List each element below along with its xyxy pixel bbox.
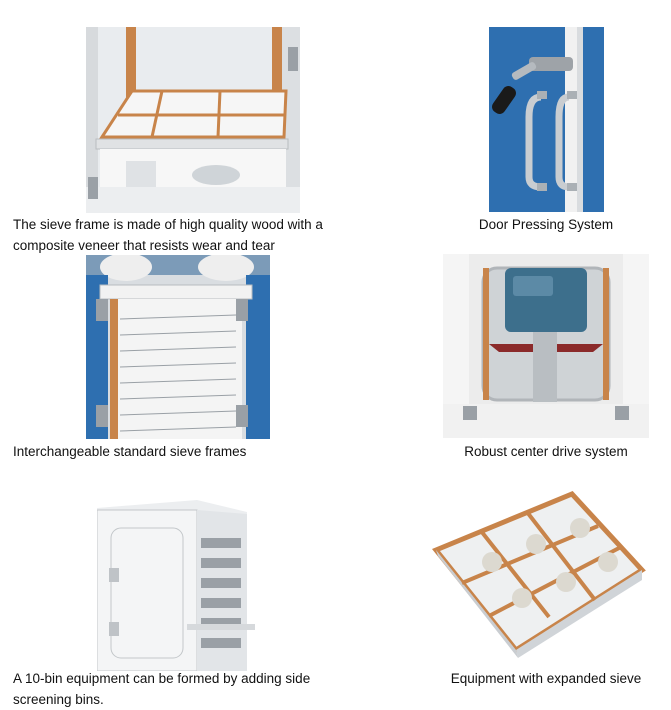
caption-ten-bin-equipment: A 10-bin equipment can be formed by addi… xyxy=(13,671,311,707)
caption-door-pressing-system: Door Pressing System xyxy=(478,217,614,232)
center-drive-system-photo xyxy=(443,254,649,438)
sieve-frame-wood-photo xyxy=(86,27,300,213)
door-pressing-system-photo xyxy=(489,27,604,212)
caption-interchangeable-sieve-frames: Interchangeable standard sieve frames xyxy=(13,444,247,459)
ten-bin-equipment-photo xyxy=(97,494,255,671)
caption-center-drive-system: Robust center drive system xyxy=(464,444,628,459)
caption-expanded-sieve: Equipment with expanded sieve xyxy=(450,671,642,686)
caption-sieve-frame-wood: The sieve frame is made of high quality … xyxy=(13,217,323,253)
interchangeable-sieve-frames-photo xyxy=(86,255,270,439)
expanded-sieve-photo xyxy=(432,490,646,660)
